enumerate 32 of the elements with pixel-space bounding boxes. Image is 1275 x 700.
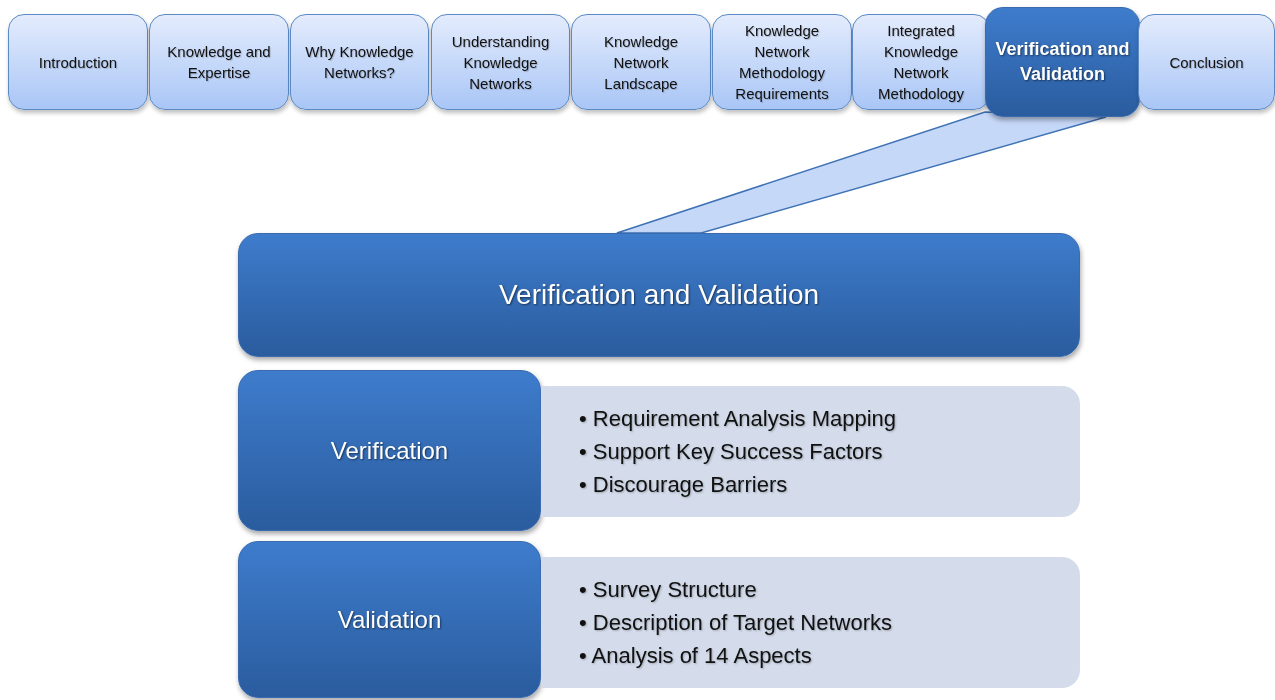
bullet-item: • Survey Structure [579,576,757,604]
section-tab [431,14,570,110]
tab-label: Introduction [37,52,119,73]
active-section-tab [985,7,1140,117]
heading-text: Validation [337,605,442,634]
bullet-item: • Support Key Success Factors [579,438,883,466]
tab-label: Integrated Knowledge Network Methodology [877,21,965,104]
bullet-item: • Analysis of 14 Aspects [579,642,812,670]
header-box [238,233,1080,357]
tab-label: Understanding Knowledge Networks [450,31,551,94]
tab-label: Knowledge and Expertise [166,42,272,83]
section-tab [571,14,711,110]
label-box [238,541,541,698]
section-tab [8,14,148,110]
section-tab [149,14,289,110]
bullet-item: • Description of Target Networks [579,609,892,637]
tab-label: Knowledge Network Landscape [602,31,680,94]
label-box [238,370,541,531]
bullet-item: • Requirement Analysis Mapping [579,405,897,433]
tab-label: Why Knowledge Networks? [304,42,415,83]
section-tab [712,14,852,110]
section-tab [1138,14,1275,110]
heading-text: Verification [330,436,449,465]
heading-text: Verification and Validation [498,279,820,311]
tab-label: Verification and Validation [994,38,1131,86]
tab-label: Knowledge Network Methodology Requirements [734,21,830,104]
bullet-panel [541,557,1080,688]
connector-band [616,111,1107,234]
tab-label: Conclusion [1168,52,1245,73]
section-tab [290,14,429,110]
bullet-panel [541,386,1080,517]
bullet-item: • Discourage Barriers [579,471,788,499]
